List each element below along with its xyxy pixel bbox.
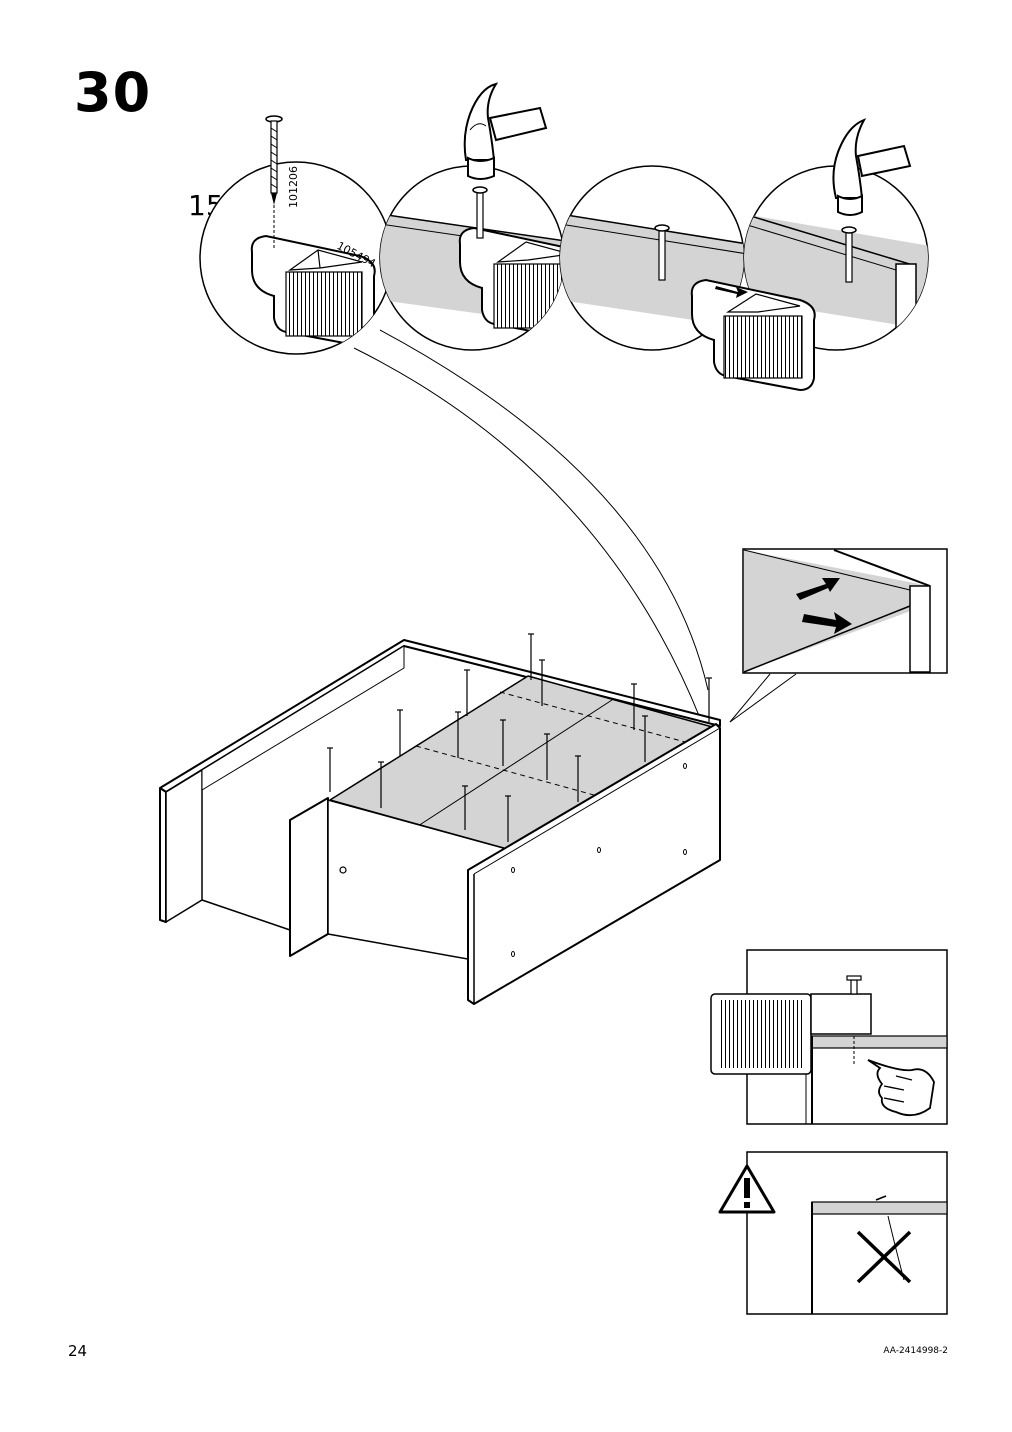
step-number: 30: [74, 61, 152, 124]
nail-part-number: 101206: [287, 166, 300, 208]
inset-warning: [718, 1151, 948, 1315]
x-cross-icon: [856, 1230, 912, 1284]
hand-icon: [867, 1059, 935, 1117]
detail-circle-1: [199, 115, 393, 355]
arrow-icon-up: [796, 578, 840, 600]
arrow-icon: [715, 286, 748, 298]
nail-guide-removed: [690, 278, 816, 392]
arrow-icon-down: [802, 612, 852, 634]
page-number: 24: [68, 1342, 88, 1360]
nail-icon: [265, 115, 283, 248]
hammer-icon-2: [832, 118, 912, 216]
document-code: AA-2414998-2: [883, 1346, 948, 1356]
inset-hand-guide: [710, 949, 948, 1125]
inset-alignment: [729, 548, 948, 723]
nail-positions: [327, 633, 712, 842]
detail-circle-2: [379, 82, 565, 351]
hammer-icon: [463, 82, 548, 180]
warning-icon: [718, 1164, 776, 1214]
cabinet-frame: [159, 639, 721, 1005]
